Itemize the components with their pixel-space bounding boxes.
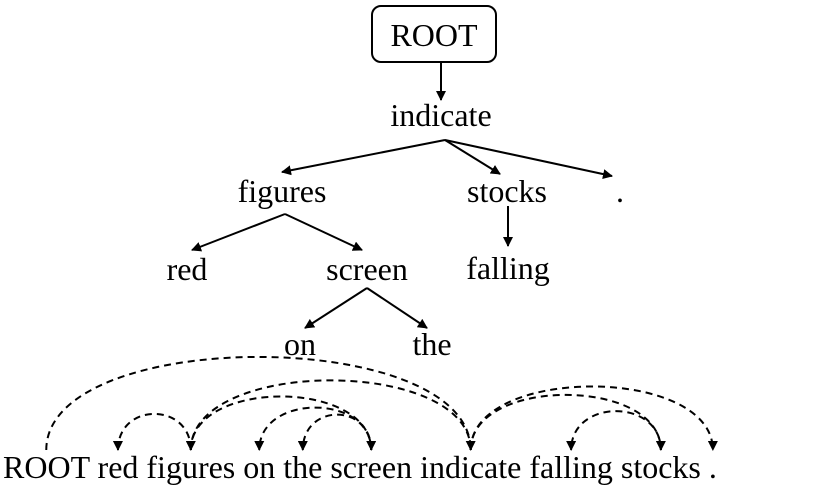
tree-node-on: on: [284, 326, 316, 362]
sentence-arc-6-2: [185, 379, 472, 451]
tree-node-falling: falling: [466, 250, 550, 286]
tree-node-indicate: indicate: [390, 97, 491, 133]
sentence-word-on: on: [243, 449, 283, 485]
tree-edge-indicate-figures: [281, 139, 446, 176]
sentence-word-indicate: indicate: [420, 449, 529, 485]
sentence-word-root: ROOT: [3, 449, 98, 485]
sentence-word-falling: falling: [529, 449, 621, 485]
tree-node-red: red: [167, 251, 208, 287]
sentence-word-figures: figures: [146, 449, 243, 485]
tree-edge-indicate-stocks: [444, 139, 501, 175]
tree-node-figures: figures: [238, 173, 327, 209]
root-box: [371, 5, 497, 63]
tree-edge-indicate-period: [444, 139, 613, 179]
sentence-arcs: [45, 355, 718, 451]
linear-dependencies: ROOT red figures on the screen indicate …: [3, 355, 718, 485]
tree-edges: [191, 62, 613, 329]
sentence-word-period: .: [709, 449, 717, 485]
tree-edge-figures-screen: [284, 213, 363, 251]
sentence-word-stocks: stocks: [621, 449, 709, 485]
tree-node-stocks: stocks: [467, 173, 547, 209]
sentence-arc-6-8: [469, 394, 666, 451]
tree-node-period: .: [616, 173, 624, 209]
sentence-text: ROOT red figures on the screen indicate …: [3, 449, 717, 485]
tree-node-screen: screen: [326, 251, 408, 287]
dependency-tree: ROOT indicate figures stocks . red scree…: [167, 5, 624, 362]
sentence-arc-2-5: [189, 395, 377, 451]
sentence-word-the: the: [283, 449, 330, 485]
sentence-word-screen: screen: [330, 449, 420, 485]
tree-edge-screen-the: [366, 287, 428, 329]
tree-node-the: the: [412, 326, 451, 362]
sentence-word-red: red: [98, 449, 147, 485]
tree-edge-figures-red: [191, 213, 286, 252]
sentence-arc-0-6: [45, 355, 476, 451]
sentence-arc-6-9: [469, 385, 718, 451]
sentence-arc-8-7: [566, 410, 662, 451]
root-node: ROOT: [390, 17, 478, 53]
sentence-arc-5-4: [297, 413, 373, 451]
sentence-arc-5-3: [254, 406, 373, 451]
tree-edge-screen-on: [304, 287, 368, 329]
sentence-arc-2-1: [112, 412, 192, 451]
